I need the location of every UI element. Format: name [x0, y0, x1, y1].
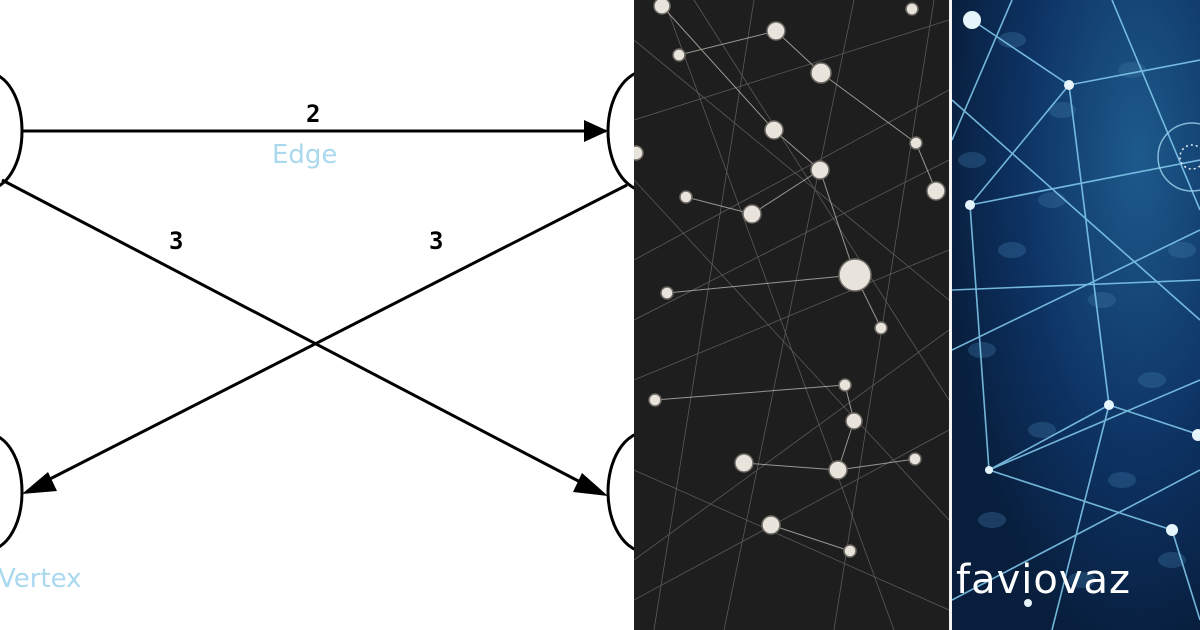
watermark-text: faviovaz — [956, 557, 1132, 603]
network-node — [679, 190, 693, 204]
network-node — [810, 62, 832, 84]
network-node — [734, 453, 754, 473]
network-node — [764, 120, 784, 140]
vertex-caption: Vertex — [0, 564, 82, 594]
network-node — [1104, 400, 1114, 410]
edge-top-arrowhead — [584, 120, 608, 142]
network-node — [965, 200, 975, 210]
network-node — [766, 21, 786, 41]
network-node — [963, 11, 981, 29]
network-node — [761, 515, 781, 535]
network-node — [1024, 599, 1032, 607]
vertex-bottom-left — [0, 435, 24, 549]
blue-network-svg — [952, 0, 1200, 630]
network-node — [985, 466, 993, 474]
network-node — [672, 48, 686, 62]
network-node — [838, 258, 872, 292]
network-node — [843, 544, 857, 558]
network-node — [926, 181, 946, 201]
vertex-top-left — [0, 74, 24, 188]
edge-weight-top: 2 — [306, 100, 321, 128]
network-node — [908, 452, 922, 466]
edge-weight-cross-right: 3 — [429, 227, 444, 255]
network-node — [1192, 429, 1200, 441]
edge-caption: Edge — [272, 140, 338, 170]
network-node — [1064, 80, 1074, 90]
network-node — [1166, 524, 1178, 536]
vertex-bottom-right — [606, 433, 634, 551]
panel-divider — [949, 0, 952, 630]
graph-diagram-panel: 2 Edge 3 3 Vertex — [0, 72, 634, 594]
network-node — [874, 321, 888, 335]
network-node — [648, 393, 662, 407]
vertex-top-right — [606, 72, 634, 190]
dark-network-svg — [634, 0, 949, 630]
network-node — [905, 2, 919, 16]
edge-weight-cross-left: 3 — [169, 227, 184, 255]
network-node — [810, 160, 830, 180]
network-node — [742, 204, 762, 224]
edge-cross-down-arrowhead — [573, 473, 608, 496]
edge-cross-down — [1, 178, 587, 487]
edge-cross-up — [43, 183, 628, 484]
dark-network-image — [634, 0, 949, 630]
network-node — [909, 136, 923, 150]
network-node — [653, 0, 671, 15]
network-node — [845, 412, 863, 430]
network-node — [838, 378, 852, 392]
edge-cross-up-arrowhead — [22, 472, 57, 494]
network-node — [634, 145, 644, 161]
network-node — [660, 286, 674, 300]
blue-network-image: faviovaz — [952, 0, 1200, 630]
network-node — [828, 460, 848, 480]
graph-diagram-svg — [0, 72, 634, 551]
